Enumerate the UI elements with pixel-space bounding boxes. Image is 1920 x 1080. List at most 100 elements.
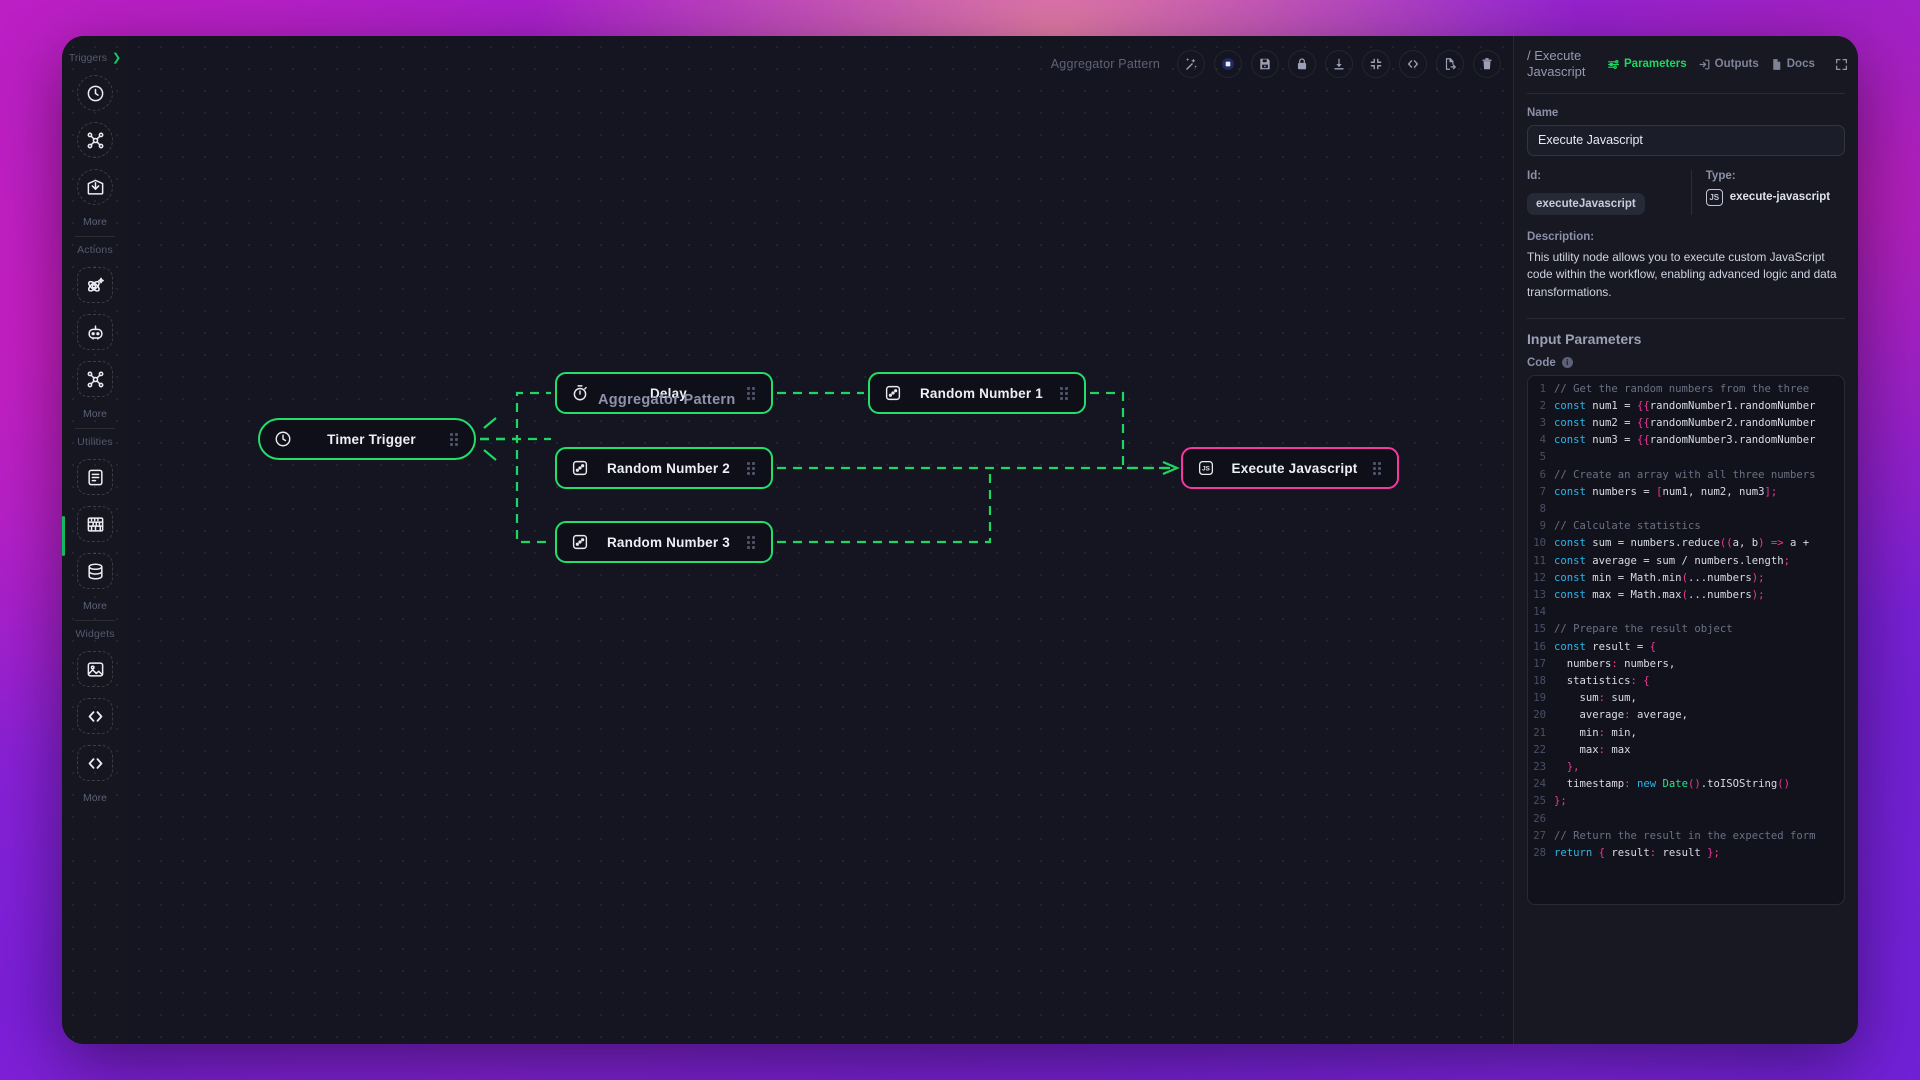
- save-button[interactable]: [1251, 50, 1279, 78]
- node-delay[interactable]: Delay: [555, 372, 773, 414]
- email-inbox-icon[interactable]: [77, 169, 113, 205]
- line-number: 12: [1533, 571, 1546, 584]
- code-line: 26: [1528, 811, 1844, 828]
- arrow-out-icon: [1698, 58, 1711, 71]
- image-icon[interactable]: [77, 651, 113, 687]
- sidebar-more-utilities[interactable]: More: [83, 600, 107, 612]
- tab-docs[interactable]: Docs: [1770, 58, 1815, 71]
- sidebar-divider: [75, 620, 115, 621]
- line-code: const max = Math.max(...numbers);: [1554, 589, 1765, 601]
- node-drag-handle[interactable]: [450, 432, 461, 446]
- sidebar-active-indicator: [62, 516, 65, 556]
- line-code: const num2 = {{randomNumber2.randomNumbe…: [1554, 416, 1816, 429]
- node-icon-timer: [570, 383, 590, 403]
- robot-icon[interactable]: [77, 314, 113, 350]
- database-icon[interactable]: [77, 553, 113, 589]
- code-line: 21 min: min,: [1528, 725, 1844, 742]
- code-line: 22 max: max: [1528, 742, 1844, 759]
- network-icon[interactable]: [77, 361, 113, 397]
- node-drag-handle[interactable]: [1373, 461, 1384, 475]
- type-label: Type:: [1705, 169, 1736, 182]
- sidebar-more-actions[interactable]: More: [83, 408, 107, 420]
- code-line: 19 sum: sum,: [1528, 690, 1844, 707]
- lock-button[interactable]: [1288, 50, 1316, 78]
- node-timerTrigger[interactable]: Timer Trigger: [258, 418, 476, 460]
- export-button[interactable]: [1436, 50, 1464, 78]
- id-label: Id:: [1527, 169, 1542, 182]
- clock-icon[interactable]: [77, 75, 113, 111]
- line-code: [1554, 449, 1844, 466]
- code-line: 8: [1528, 501, 1844, 518]
- sidebar-more-triggers[interactable]: More: [83, 216, 107, 228]
- line-code: statistics: {: [1554, 675, 1650, 688]
- line-number: 14: [1533, 606, 1546, 619]
- view-code-button[interactable]: [1399, 50, 1427, 78]
- js-badge-icon: JS: [1705, 188, 1723, 206]
- sidebar-group-label-actions: Actions: [77, 244, 113, 256]
- code-line: 5: [1528, 449, 1844, 466]
- node-randomNumber1[interactable]: Random Number 1: [868, 372, 1086, 414]
- type-value: execute-javascript: [1729, 191, 1831, 203]
- sidebar-group-header-triggers[interactable]: Triggers❯: [62, 52, 128, 64]
- code-editor[interactable]: 1// Get the random numbers from the thre…: [1527, 374, 1845, 905]
- code-line: 20 average: average,: [1528, 707, 1844, 724]
- magic-wand-button[interactable]: [1177, 50, 1205, 78]
- line-number: 24: [1533, 778, 1546, 791]
- node-drag-handle[interactable]: [747, 386, 758, 400]
- id-value-chip: executeJavascript: [1527, 192, 1645, 215]
- fit-view-button[interactable]: [1362, 50, 1390, 78]
- node-randomNumber2[interactable]: Random Number 2: [555, 447, 773, 489]
- line-code: const num3 = {{randomNumber3.randomNumbe…: [1554, 434, 1816, 447]
- sidebar-more-widgets[interactable]: More: [83, 792, 107, 804]
- tab-parameters[interactable]: Parameters: [1607, 58, 1687, 71]
- code-line: 3 const num2 = {{randomNumber2.randomNumb…: [1528, 415, 1844, 432]
- node-drag-handle[interactable]: [747, 461, 758, 475]
- line-number: 3: [1539, 416, 1546, 429]
- name-input[interactable]: [1527, 124, 1845, 156]
- webhook-icon[interactable]: [77, 122, 113, 158]
- code-icon[interactable]: [77, 698, 113, 734]
- code-label: Code: [1527, 356, 1556, 369]
- code-line: 17 numbers: numbers,: [1528, 656, 1844, 673]
- info-icon[interactable]: i: [1561, 357, 1573, 369]
- node-randomNumber3[interactable]: Random Number 3: [555, 521, 773, 563]
- line-number: 6: [1539, 468, 1546, 481]
- code-line: 1// Get the random numbers from the thre…: [1528, 381, 1844, 398]
- line-code: };: [1554, 795, 1567, 808]
- delete-button[interactable]: [1473, 50, 1501, 78]
- line-number: 20: [1533, 709, 1546, 722]
- code-line: 18 statistics: {: [1528, 673, 1844, 690]
- code-alt-icon[interactable]: [77, 745, 113, 781]
- panel-divider: [1527, 92, 1845, 94]
- node-icon-dice: [883, 383, 903, 403]
- line-code: average: average,: [1554, 709, 1688, 722]
- code-line: 6// Create an array with all three numbe…: [1528, 467, 1844, 484]
- node-icon-clock: [273, 429, 293, 449]
- expand-panel-icon[interactable]: [1835, 58, 1848, 71]
- node-drag-handle[interactable]: [1060, 386, 1071, 400]
- tab-outputs[interactable]: Outputs: [1698, 58, 1759, 71]
- form-icon[interactable]: [77, 459, 113, 495]
- line-number: 11: [1533, 554, 1546, 567]
- ai-sparkle-icon[interactable]: [77, 267, 113, 303]
- abacus-icon[interactable]: [77, 506, 113, 542]
- workflow-canvas[interactable]: Aggregator Pattern Aggregator Pattern Ti…: [128, 36, 1513, 1044]
- line-number: 1: [1539, 382, 1546, 395]
- line-code: },: [1554, 761, 1580, 774]
- tab-label: Outputs: [1714, 58, 1759, 71]
- stop-recording-button[interactable]: [1214, 50, 1242, 78]
- chevron-right-icon[interactable]: ❯: [111, 51, 122, 64]
- line-number: 16: [1533, 640, 1546, 653]
- workflow-name-label: Aggregator Pattern: [1050, 57, 1160, 71]
- node-drag-handle[interactable]: [747, 535, 758, 549]
- line-number: 13: [1533, 589, 1546, 601]
- download-button[interactable]: [1325, 50, 1353, 78]
